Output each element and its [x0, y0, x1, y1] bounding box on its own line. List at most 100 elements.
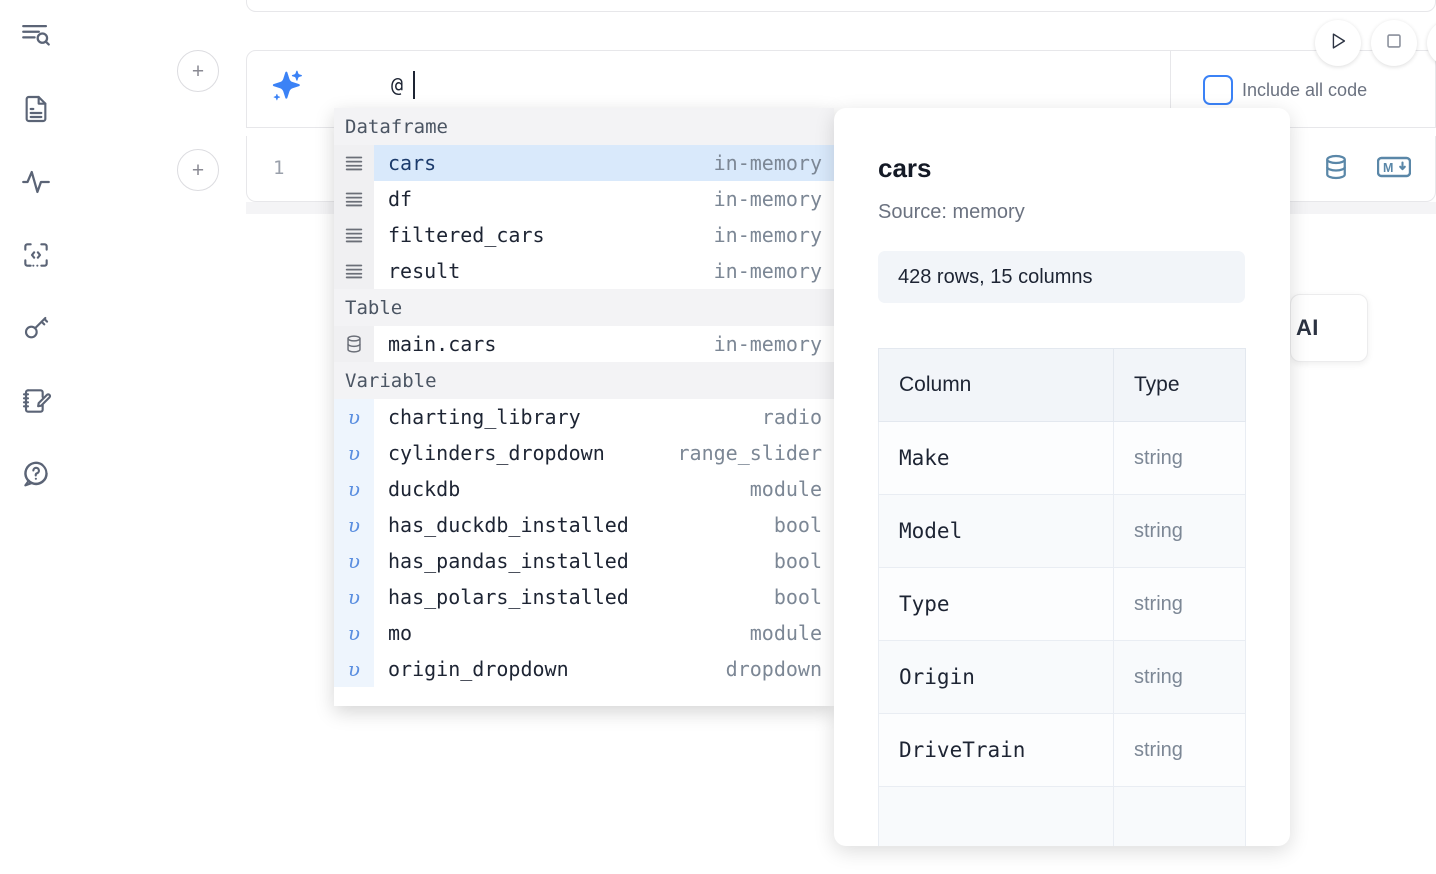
sidebar-item-scratchpad[interactable]	[14, 379, 58, 423]
table-row	[878, 786, 1246, 846]
autocomplete-item-name: df	[388, 187, 413, 211]
database-icon[interactable]	[1321, 152, 1351, 187]
detail-source: Source: memory	[878, 201, 1025, 223]
schema-column-type: string	[1113, 421, 1246, 495]
schema-column-name	[878, 786, 1114, 846]
include-all-code-checkbox[interactable]: Include all code	[1203, 75, 1367, 105]
key-icon	[20, 312, 52, 344]
schema-column-type: string	[1113, 713, 1246, 787]
schema-column-name: Type	[878, 567, 1114, 641]
previous-cell-edge	[246, 0, 1436, 12]
sidebar-item-document[interactable]	[14, 87, 58, 131]
autocomplete-item-type: dropdown	[725, 657, 822, 681]
autocomplete-item-type: in-memory	[713, 151, 822, 175]
autocomplete-item-cars[interactable]: cars in-memory	[334, 145, 834, 181]
help-icon	[20, 458, 52, 490]
autocomplete-item-body: cars in-memory	[374, 145, 834, 181]
column-header-type: Type	[1113, 348, 1246, 422]
detail-title: cars	[878, 153, 932, 183]
dataframe-detail-panel: cars Source: memory 428 rows, 15 columns…	[834, 108, 1290, 846]
left-sidebar	[0, 0, 72, 874]
include-all-code-label: Include all code	[1242, 79, 1368, 100]
sidebar-item-help[interactable]	[14, 452, 58, 496]
ai-bar-divider	[1170, 50, 1171, 128]
more-actions-button[interactable]	[1427, 20, 1436, 66]
ai-prompt-input[interactable]: @	[307, 51, 1435, 129]
autocomplete-item-type: in-memory	[713, 332, 822, 356]
plus-icon: +	[191, 59, 205, 83]
autocomplete-item-main-cars[interactable]: main.cars in-memory	[334, 326, 834, 362]
schema-column-name: Origin	[878, 640, 1114, 714]
schema-column-type	[1113, 786, 1246, 846]
sidebar-item-code-snippet[interactable]	[14, 233, 58, 277]
detail-shape-badge: 428 rows, 15 columns	[878, 251, 1245, 303]
autocomplete-item-body: main.cars in-memory	[374, 326, 834, 362]
autocomplete-group-header: Dataframe	[334, 108, 834, 145]
schema-column-type: string	[1113, 567, 1246, 641]
dataframe-icon	[334, 217, 374, 253]
schema-column-name: Model	[878, 494, 1114, 568]
autocomplete-item-name: has_pandas_installed	[388, 549, 629, 573]
autocomplete-item-name: duckdb	[388, 477, 461, 501]
autocomplete-item-body: mo module	[374, 615, 834, 651]
schema-column-type: string	[1113, 640, 1246, 714]
autocomplete-item-type: bool	[773, 513, 822, 537]
svg-text:M: M	[1383, 161, 1393, 175]
schema-column-name: Make	[878, 421, 1114, 495]
explore-outline-icon	[19, 19, 53, 53]
table-header-row: Column Type	[878, 348, 1246, 422]
document-icon	[20, 93, 52, 125]
add-cell-button-top[interactable]: +	[177, 50, 219, 92]
line-number: 1	[273, 157, 285, 179]
text-caret	[413, 71, 415, 99]
sidebar-item-explore-outline[interactable]	[14, 14, 58, 58]
stop-button[interactable]	[1371, 20, 1417, 66]
variable-icon: υ	[334, 507, 374, 543]
autocomplete-item-type: in-memory	[713, 259, 822, 283]
autocomplete-group-header: Variable	[334, 362, 834, 399]
autocomplete-group-header: Table	[334, 289, 834, 326]
dataframe-icon	[334, 145, 374, 181]
autocomplete-item-name: has_duckdb_installed	[388, 513, 629, 537]
dataframe-icon	[334, 253, 374, 289]
sidebar-item-secrets[interactable]	[14, 306, 58, 350]
autocomplete-item-body: has_duckdb_installed bool	[374, 507, 834, 543]
autocomplete-item-name: filtered_cars	[388, 223, 545, 247]
autocomplete-item-name: cars	[388, 151, 437, 175]
autocomplete-item-name: mo	[388, 621, 413, 645]
run-button[interactable]	[1315, 20, 1361, 66]
autocomplete-item-has-duckdb-installed[interactable]: υ has_duckdb_installed bool	[334, 507, 834, 543]
autocomplete-item-name: main.cars	[388, 332, 497, 356]
markdown-icon[interactable]: M	[1376, 155, 1412, 184]
add-cell-button-bottom[interactable]: +	[177, 149, 219, 191]
generate-with-ai-button[interactable]: AI	[1290, 294, 1368, 362]
sidebar-item-activity[interactable]	[14, 160, 58, 204]
variable-icon: υ	[334, 471, 374, 507]
autocomplete-item-name: cylinders_dropdown	[388, 441, 605, 465]
variable-icon: υ	[334, 579, 374, 615]
autocomplete-item-type: module	[749, 621, 822, 645]
variable-icon: υ	[334, 651, 374, 687]
